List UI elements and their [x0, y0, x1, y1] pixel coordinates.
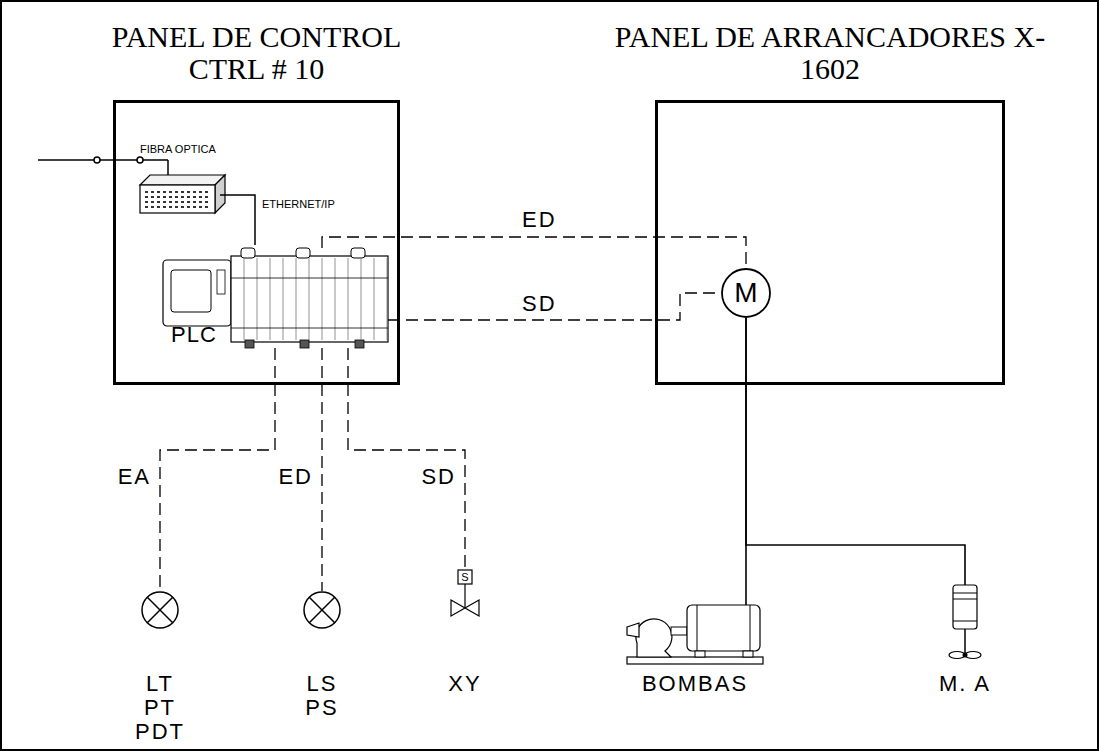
mixer-symbol: M. A: [945, 585, 985, 662]
instrument-symbol: LT PT PDT: [141, 591, 179, 629]
signal-label: ED: [276, 465, 315, 489]
cable-label: ETHERNET/IP: [262, 198, 335, 211]
solenoid-valve: SXY: [448, 570, 482, 628]
plc-rack: PLC: [163, 248, 388, 348]
tag-label: LT PT PDT: [135, 672, 185, 744]
instrument-symbol-shape: [303, 591, 341, 629]
panel-title: PANEL DE ARRANCADORES X-1602: [595, 21, 1065, 85]
signal-label: SD: [419, 465, 458, 489]
signal-wire: [388, 293, 721, 320]
signal-label: ED: [520, 208, 559, 232]
plc-label: PLC: [171, 323, 217, 347]
instrument-symbol: LS PS: [303, 591, 341, 629]
pump-symbol-shape: [625, 605, 765, 665]
motor-symbol: M: [721, 268, 771, 318]
pump-symbol: BOMBAS: [625, 605, 765, 665]
motor-label: M: [721, 268, 771, 318]
panel-title: PANEL DE CONTROL CTRL # 10: [87, 21, 427, 85]
signal-label: SD: [520, 292, 559, 316]
tag-label: LS PS: [305, 672, 338, 720]
cable-label: FIBRA OPTICA: [140, 143, 216, 156]
instrument-symbol-shape: [141, 591, 179, 629]
control-panel: PANEL DE CONTROL CTRL # 10PLC: [113, 100, 400, 385]
fiber-optic-line: [38, 157, 168, 176]
network-switch: [140, 175, 225, 213]
mixer-symbol-shape: [945, 585, 985, 662]
solenoid-letter: S: [458, 570, 472, 584]
signal-wire: [348, 348, 465, 570]
equipment-label: BOMBAS: [642, 672, 748, 696]
tag-label: XY: [448, 672, 481, 696]
starter-panel: PANEL DE ARRANCADORES X-1602M: [655, 100, 1005, 385]
signal-label: EA: [116, 465, 153, 489]
ethernet-cable: [220, 195, 255, 245]
power-cable: [746, 318, 965, 585]
equipment-label: M. A: [939, 672, 991, 696]
